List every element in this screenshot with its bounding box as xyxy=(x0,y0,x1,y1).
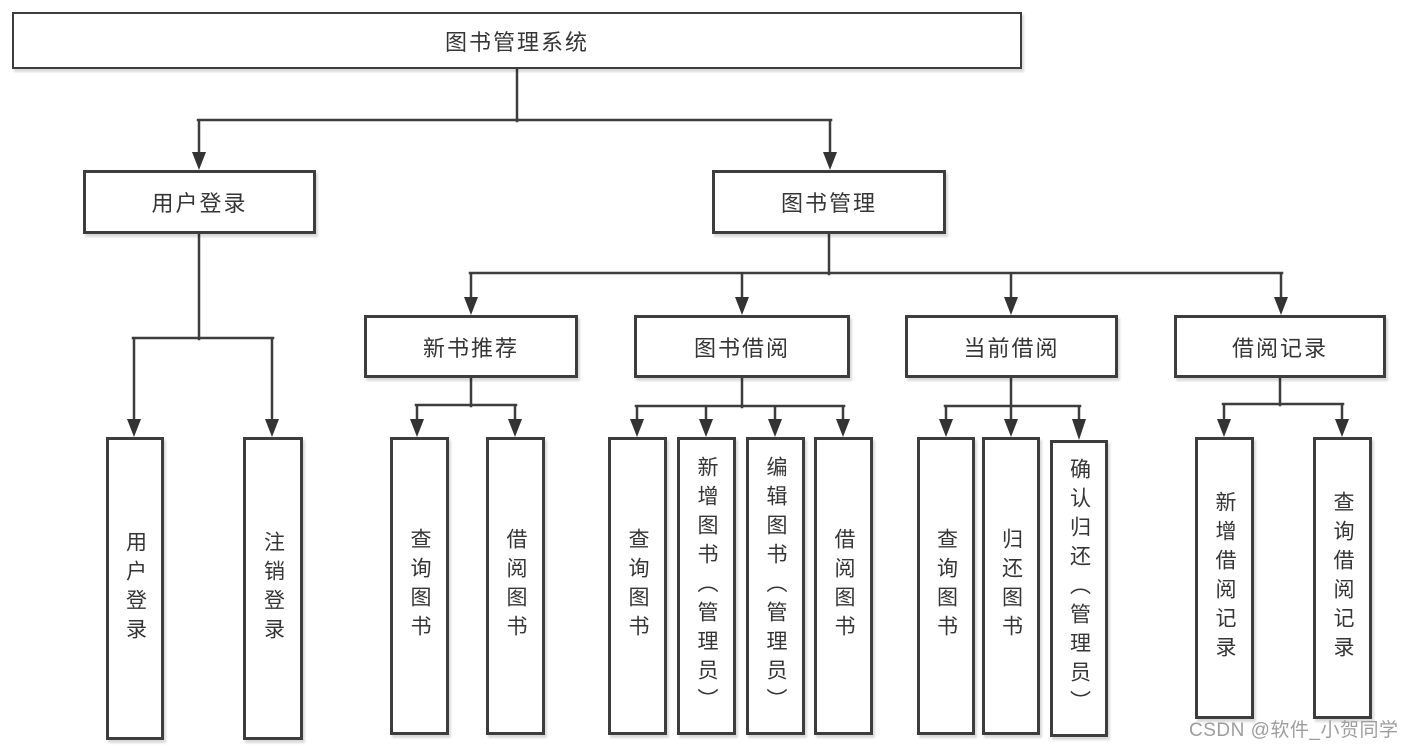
leaf-return-books: 归还图书 xyxy=(982,437,1040,735)
leaf-borrow-books-recommend: 借阅图书 xyxy=(486,437,545,735)
node-label: 注销登录 xyxy=(261,530,285,647)
node-label: 确认归还（管理员） xyxy=(1067,458,1091,719)
node-book-borrow: 图书借阅 xyxy=(634,315,850,378)
node-label: 图书管理系统 xyxy=(444,29,589,55)
node-new-book-recommend: 新书推荐 xyxy=(364,315,578,378)
node-label: 查询借阅记录 xyxy=(1331,491,1354,665)
node-label: 查询图书 xyxy=(408,528,431,644)
leaf-borrow-books: 借阅图书 xyxy=(814,437,873,735)
node-label: 用户登录 xyxy=(151,191,248,216)
node-label: 新书推荐 xyxy=(422,335,519,361)
leaf-confirm-return-admin: 确认归还（管理员） xyxy=(1050,440,1108,737)
connector-lines xyxy=(131,67,1345,423)
node-library-system: 图书管理系统 xyxy=(12,12,1022,69)
leaf-logout: 注销登录 xyxy=(243,437,303,740)
leaf-query-books-current: 查询图书 xyxy=(917,437,975,735)
node-label: 图书管理 xyxy=(780,191,877,216)
node-current-borrow: 当前借阅 xyxy=(905,315,1118,378)
leaf-query-borrow-record: 查询借阅记录 xyxy=(1313,437,1372,719)
node-label: 查询图书 xyxy=(934,528,958,644)
leaf-query-books-borrow: 查询图书 xyxy=(608,437,667,735)
leaf-edit-books-admin: 编辑图书（管理员） xyxy=(746,437,805,735)
node-user-login: 用户登录 xyxy=(83,170,316,234)
csdn-watermark: CSDN @软件_小贺同学 xyxy=(1189,720,1399,741)
node-borrow-records: 借阅记录 xyxy=(1174,315,1386,378)
leaf-add-borrow-record: 新增借阅记录 xyxy=(1195,437,1254,719)
node-label: 当前借阅 xyxy=(963,335,1060,361)
leaf-add-books-admin: 新增图书（管理员） xyxy=(677,437,736,735)
leaf-user-login: 用户登录 xyxy=(106,437,164,740)
leaf-query-books-recommend: 查询图书 xyxy=(390,437,449,735)
node-label: 借阅图书 xyxy=(504,528,527,644)
node-label: 借阅图书 xyxy=(832,528,855,644)
arrowhead-icons xyxy=(127,152,1349,440)
node-label: 图书借阅 xyxy=(693,335,790,361)
node-label: 编辑图书（管理员） xyxy=(764,455,787,717)
node-label: 新增借阅记录 xyxy=(1213,491,1236,665)
node-label: 新增图书（管理员） xyxy=(695,455,718,717)
node-label: 归还图书 xyxy=(999,528,1023,644)
node-book-management: 图书管理 xyxy=(712,170,946,234)
node-label: 借阅记录 xyxy=(1231,335,1328,361)
node-label: 查询图书 xyxy=(626,528,649,644)
node-label: 用户登录 xyxy=(123,530,147,647)
